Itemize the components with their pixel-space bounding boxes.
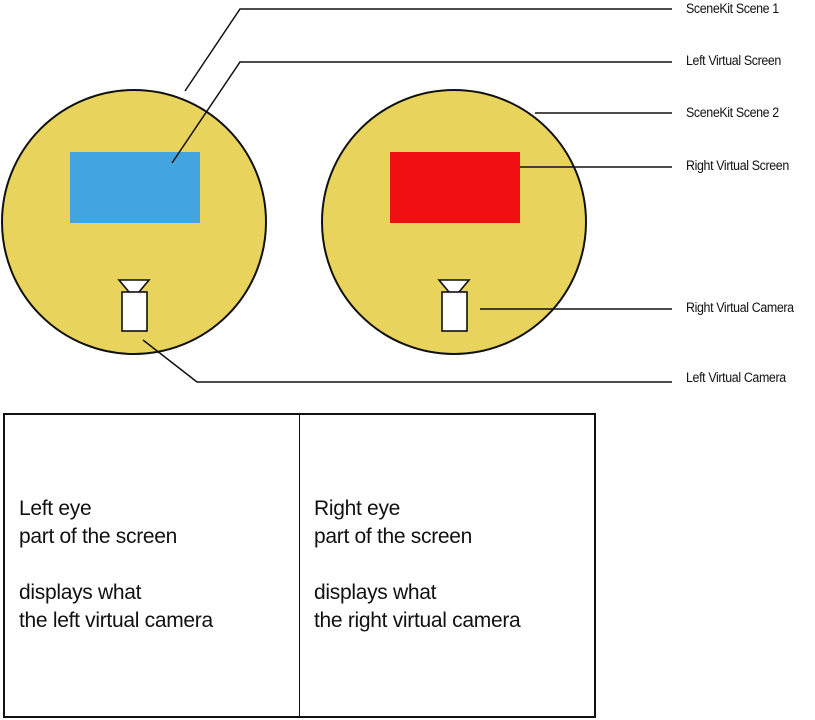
left-panel-line-3: displays what [19, 581, 142, 604]
label-left-virtual-screen: Left Virtual Screen [686, 53, 781, 68]
left-virtual-screen-rect [70, 152, 200, 223]
left-eye-panel: Left eye part of the screen displays wha… [3, 413, 300, 718]
left-panel-line-2: part of the screen [19, 525, 178, 548]
leader-line-left-virtual-camera [142, 339, 672, 383]
label-scenekit-scene-1: SceneKit Scene 1 [686, 1, 779, 16]
right-panel-line-3: displays what [314, 581, 437, 604]
left-eye-panel-text: Left eye part of the screen displays wha… [19, 495, 213, 635]
right-panel-line-4: the right virtual camera [314, 609, 521, 632]
right-virtual-screen-rect [390, 152, 520, 223]
label-left-virtual-camera: Left Virtual Camera [686, 370, 786, 385]
leader-line-scene1 [184, 8, 672, 92]
right-virtual-camera-icon [437, 279, 471, 332]
left-panel-line-1: Left eye [19, 497, 92, 520]
right-panel-line-1: Right eye [314, 497, 401, 520]
label-right-virtual-screen: Right Virtual Screen [686, 158, 789, 173]
leader-line-left-virtual-screen [171, 61, 672, 164]
label-right-virtual-camera: Right Virtual Camera [686, 300, 794, 315]
right-eye-panel-text: Right eye part of the screen displays wh… [314, 495, 521, 635]
left-virtual-camera-icon [117, 279, 151, 332]
right-eye-panel: Right eye part of the screen displays wh… [299, 413, 596, 718]
right-panel-line-2: part of the screen [314, 525, 473, 548]
label-scenekit-scene-2: SceneKit Scene 2 [686, 105, 779, 120]
left-panel-line-4: the left virtual camera [19, 609, 213, 632]
